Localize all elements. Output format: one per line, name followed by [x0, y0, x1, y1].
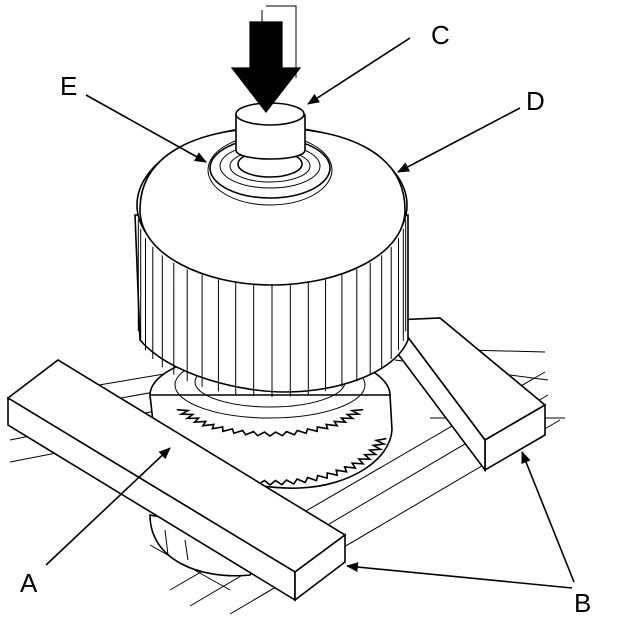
label-d: D — [526, 86, 545, 116]
clutch-drum-d — [134, 126, 409, 397]
press-tool-c — [235, 102, 306, 160]
label-e: E — [60, 71, 77, 101]
down-arrow-icon — [230, 5, 302, 113]
leader-lines — [45, 37, 575, 589]
label-c: C — [431, 20, 450, 50]
support-block-rear — [393, 317, 547, 473]
label-a: A — [20, 568, 38, 598]
support-block-front — [6, 359, 347, 602]
label-b: B — [574, 588, 591, 618]
